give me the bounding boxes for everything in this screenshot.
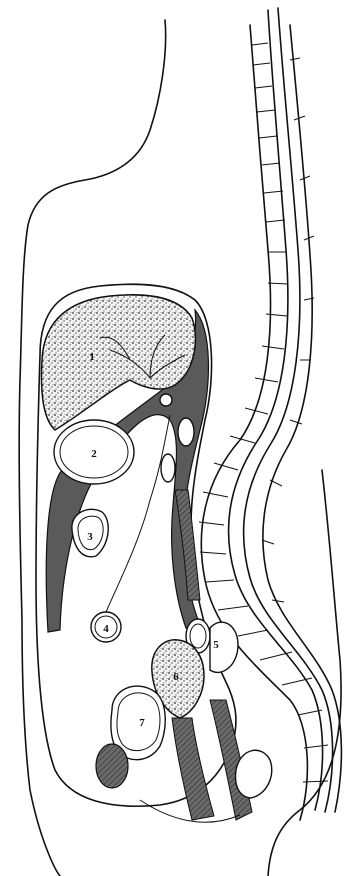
- pubic-bone: [96, 744, 128, 788]
- label-1: 1: [89, 351, 95, 363]
- canal: [172, 718, 214, 820]
- label-5: 5: [213, 639, 219, 651]
- vessel-aorta: [178, 418, 194, 446]
- label-2: 2: [91, 448, 97, 460]
- body-outline-back: [268, 470, 341, 876]
- vessel-cava: [161, 454, 175, 482]
- label-7: 7: [139, 717, 145, 729]
- spinal-canal-back: [244, 8, 333, 812]
- label-6: 6: [173, 671, 179, 683]
- spinal-outer-back: [263, 25, 342, 812]
- label-3: 3: [87, 531, 93, 543]
- vessel-small: [160, 394, 172, 406]
- coccyx-region: [236, 750, 272, 798]
- spinal-canal-front: [229, 10, 323, 810]
- label-4: 4: [103, 623, 109, 635]
